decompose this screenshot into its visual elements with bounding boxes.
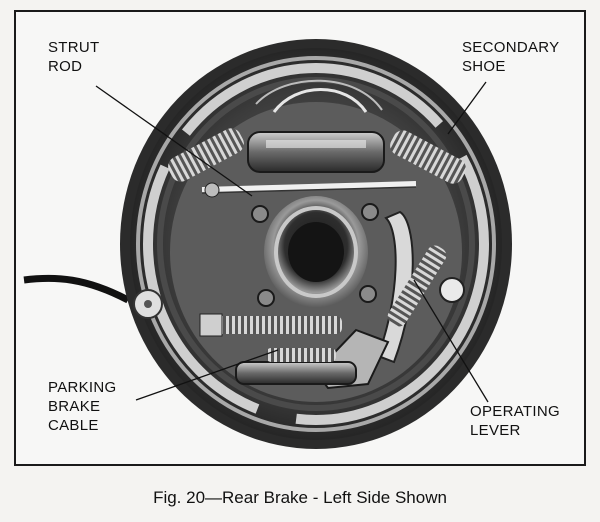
callout-strut-rod-line1: STRUT <box>48 39 100 56</box>
strut-rod-leader <box>95 85 253 197</box>
adjusting-screw <box>235 361 357 385</box>
return-spring-left <box>168 128 244 182</box>
parking-brake-cable-wire <box>23 274 130 304</box>
callout-parking-brake-cable-line2: BRAKE <box>48 398 101 415</box>
secondary-shoe-leader <box>447 81 487 135</box>
callout-operating-lever-line2: LEVER <box>470 422 521 439</box>
figure-caption: Fig. 20—Rear Brake - Left Side Shown <box>153 488 447 507</box>
parking-brake-cable-leader <box>135 349 279 401</box>
parking-cable-spring <box>212 316 342 334</box>
callout-parking-brake-cable-line3: CABLE <box>48 417 99 434</box>
callout-operating-lever-line1: OPERATING <box>470 403 560 420</box>
operating-lever-leader <box>413 279 489 403</box>
return-spring-right <box>390 130 466 184</box>
strut-rod <box>201 181 417 193</box>
figure-frame: STRUT ROD SECONDARY SHOE PARKING BRAKE C… <box>14 10 586 466</box>
callout-secondary-shoe-line1: SECONDARY <box>462 39 560 56</box>
callout-strut-rod-line2: ROD <box>48 58 83 75</box>
callout-secondary-shoe: SECONDARY SHOE <box>462 38 559 76</box>
callout-secondary-shoe-line2: SHOE <box>462 58 506 75</box>
rear-brake-photo <box>16 12 584 464</box>
callout-strut-rod: STRUT ROD <box>48 38 100 76</box>
callout-parking-brake-cable: PARKING BRAKE CABLE <box>48 378 117 435</box>
callout-parking-brake-cable-line1: PARKING <box>48 379 117 396</box>
callout-operating-lever: OPERATING LEVER <box>470 402 560 440</box>
wheel-cylinder <box>247 131 385 173</box>
